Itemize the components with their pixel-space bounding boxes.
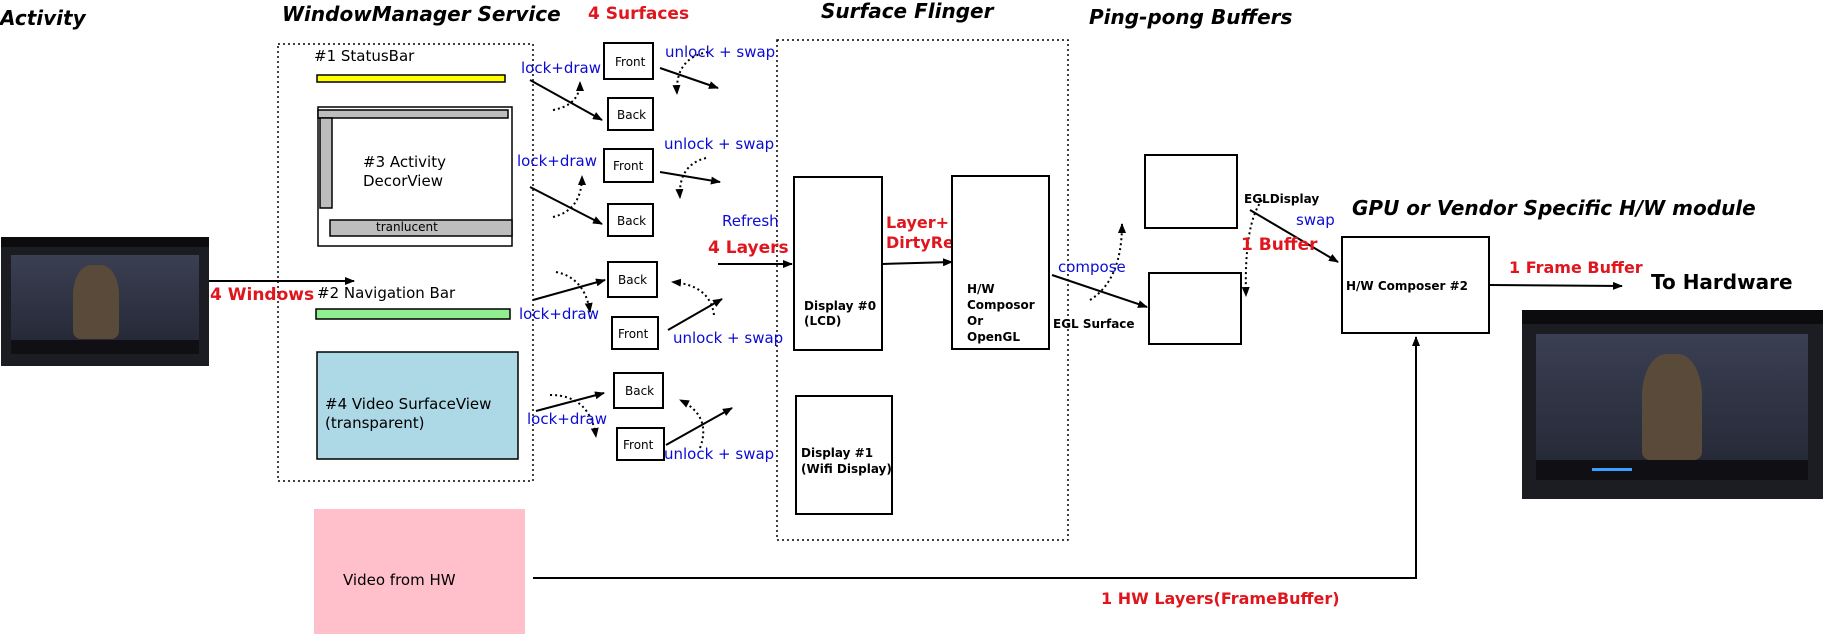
hw-composer-2-box: H/W Composer #2: [1341, 236, 1490, 334]
header-surface-flinger: Surface Flinger: [821, 0, 993, 23]
arrow-unlock-swap-4: [666, 408, 732, 445]
hwc-label-3: Or: [967, 315, 983, 329]
lock-draw-label-1: lock+draw: [521, 60, 601, 77]
surface-4-back-label: Back: [625, 385, 654, 399]
surface-2-front-label: Front: [613, 160, 643, 174]
surface-3-front: Front: [611, 316, 659, 350]
lock-draw-label-4: lock+draw: [527, 411, 607, 428]
surface-4-front-label: Front: [623, 439, 653, 453]
pingpong-buffer-top: [1144, 154, 1238, 229]
status-bar-label: #1 StatusBar: [314, 48, 414, 65]
surface-1-back-label: Back: [617, 109, 646, 123]
display-0-label-1: Display #0: [804, 300, 876, 314]
lock-draw-label-2: lock+draw: [517, 153, 597, 170]
display-1-box: Display #1 (Wifi Display): [795, 395, 893, 515]
to-hardware-label: To Hardware: [1651, 271, 1793, 294]
frame-buffer-label: 1 Frame Buffer: [1509, 259, 1643, 277]
header-pingpong-buffers: Ping-pong Buffers: [1089, 6, 1292, 29]
one-buffer-label: 1 Buffer: [1241, 236, 1318, 256]
surface-2-back: Back: [607, 203, 654, 237]
display-0-label-2: (LCD): [804, 315, 841, 329]
surface-1-back: Back: [607, 97, 654, 131]
hwc-opengl-box: H/W Composor Or OpenGL: [951, 175, 1050, 350]
pingpong-buffer-bottom: [1148, 272, 1242, 345]
display-0-box: Display #0 (LCD): [793, 176, 883, 351]
egl-display-label: EGLDisplay: [1244, 193, 1319, 207]
refresh-label: Refresh: [722, 213, 779, 230]
video-surfaceview-label-1: #4 Video SurfaceView: [325, 396, 491, 413]
video-surfaceview-label-2: (transparent): [325, 415, 424, 432]
surface-4-front: Front: [616, 427, 665, 461]
header-surfaces-count: 4 Surfaces: [588, 5, 689, 25]
surface-3-front-label: Front: [618, 328, 648, 342]
navigation-bar-label: #2 Navigation Bar: [317, 285, 455, 302]
dotted-curve-7: [672, 282, 714, 315]
lock-draw-label-3: lock+draw: [519, 306, 599, 323]
arrow-lock-draw-2: [530, 187, 602, 224]
surface-2-back-label: Back: [617, 215, 646, 229]
unlock-swap-label-4: unlock + swap: [664, 446, 774, 463]
arrow-lock-draw-4: [536, 393, 604, 411]
arrow-compose: [1052, 275, 1147, 307]
layer-dirtyregion-label-1: Layer+: [886, 214, 949, 232]
compose-label: compose: [1058, 259, 1126, 276]
surface-3-back-label: Back: [618, 274, 647, 288]
layers-count-label: 4 Layers: [708, 239, 789, 259]
unlock-swap-label-3: unlock + swap: [673, 330, 783, 347]
windows-count-label: 4 Windows: [210, 286, 314, 306]
arrow-lock-draw-3: [533, 280, 605, 300]
display-1-label-1: Display #1: [801, 447, 873, 461]
surface-1-front-label: Front: [615, 56, 645, 70]
video-from-hw-label: Video from HW: [343, 572, 456, 589]
arrow-unlock-swap-1: [660, 68, 718, 88]
arrow-unlock-swap-2: [660, 172, 720, 182]
arrow-lock-draw-1: [530, 80, 602, 120]
surface-2-front: Front: [603, 148, 654, 183]
activity-decorview-label-1: #3 Activity: [363, 154, 446, 171]
activity-decorview-label-2: DecorView: [363, 173, 443, 190]
arrow-frame-buffer: [1490, 285, 1622, 286]
header-activity: Activity: [0, 7, 86, 30]
unlock-swap-label-2: unlock + swap: [664, 136, 774, 153]
hwc-label-2: Composor: [967, 299, 1035, 313]
surface-4-back: Back: [613, 372, 664, 409]
egl-surface-label: EGL Surface: [1053, 318, 1135, 332]
hardware-video-thumbnail: [1522, 310, 1823, 499]
hw-layers-label: 1 HW Layers(FrameBuffer): [1101, 590, 1340, 608]
dotted-curve-8: [680, 400, 703, 448]
surface-1-front: Front: [603, 42, 654, 80]
status-bar-window: [317, 75, 505, 82]
tranlucent-label: tranlucent: [376, 221, 438, 235]
navigation-bar-window: [316, 309, 510, 319]
decor-left-strip: [320, 118, 332, 208]
decor-top-strip: [318, 110, 508, 118]
unlock-swap-label-1: unlock + swap: [665, 44, 775, 61]
header-window-manager: WindowManager Service: [282, 3, 561, 26]
header-gpu-module: GPU or Vendor Specific H/W module: [1352, 197, 1756, 220]
surface-3-back: Back: [607, 261, 658, 298]
swap-label: swap: [1296, 212, 1335, 229]
activity-video-thumbnail: [1, 237, 209, 366]
arrow-display0-to-hwc: [882, 262, 952, 264]
hwc-label-1: H/W: [967, 283, 995, 297]
hwc-label-4: OpenGL: [967, 331, 1020, 345]
display-1-label-2: (Wifi Display): [801, 463, 892, 477]
hw-composer-2-label: H/W Composer #2: [1346, 280, 1468, 294]
